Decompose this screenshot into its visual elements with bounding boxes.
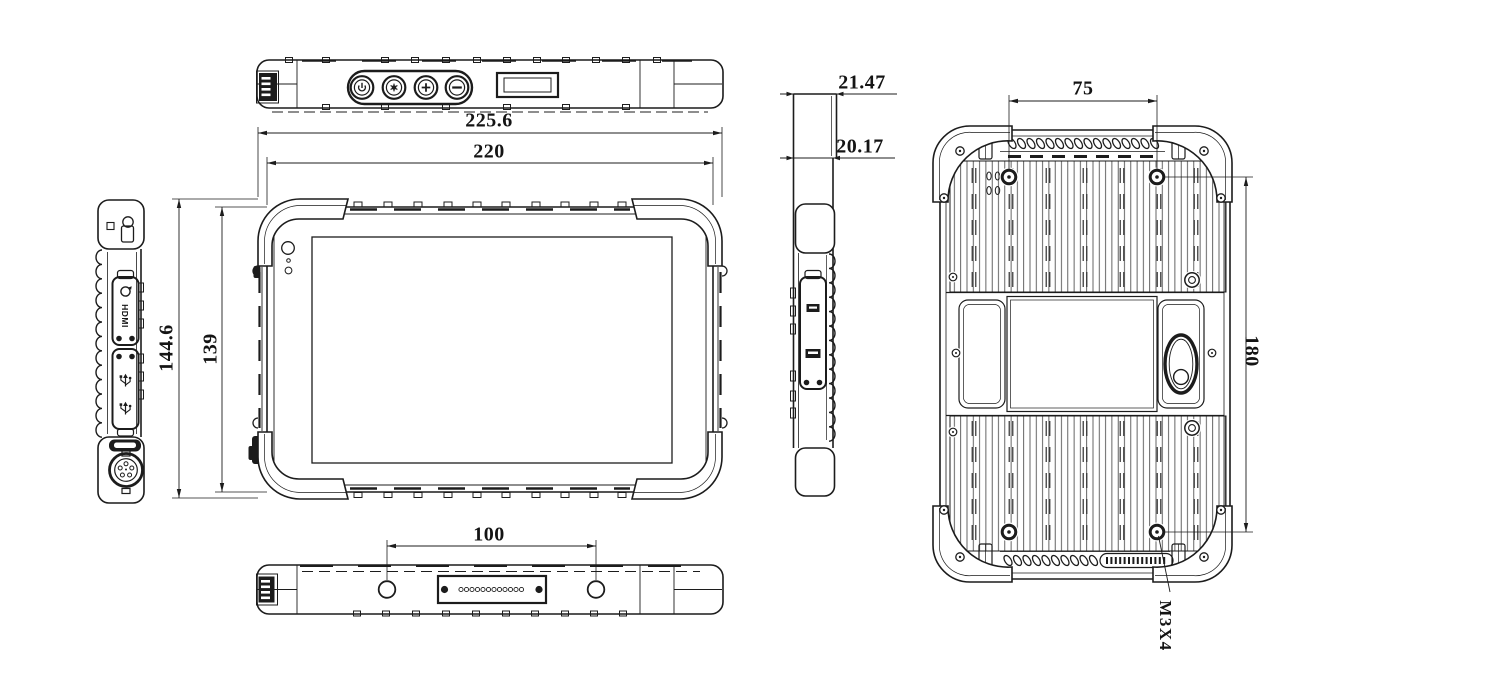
power-icon bbox=[357, 82, 367, 92]
camera-lens bbox=[281, 241, 295, 255]
hdmi-port-panel bbox=[111, 269, 140, 346]
dim-thickness-overall: 21.47 bbox=[838, 71, 886, 94]
scanner-window bbox=[495, 71, 560, 99]
front-view bbox=[248, 198, 728, 500]
indicator-led bbox=[284, 266, 293, 275]
bottom-serial-connector bbox=[256, 573, 278, 606]
speaker-grille bbox=[1099, 552, 1174, 569]
stylus-top bbox=[122, 216, 134, 228]
function-button bbox=[381, 75, 407, 100]
sim-card-panel bbox=[799, 269, 827, 390]
light-sensor bbox=[286, 258, 291, 263]
back-view bbox=[932, 125, 1233, 583]
rotate-arrow-icon bbox=[120, 286, 132, 297]
front-bottom-strip bbox=[350, 487, 630, 498]
front-camera bbox=[281, 241, 295, 275]
dim-body-height: 139 bbox=[199, 333, 222, 365]
top-serial-connector bbox=[256, 70, 279, 104]
panel-screw bbox=[116, 353, 122, 360]
corner-bumpers bbox=[257, 198, 723, 500]
left-side-view bbox=[95, 199, 145, 504]
top-vent-row bbox=[978, 132, 1186, 160]
front-top-strip bbox=[350, 201, 630, 211]
dim-mount-spacing-vertical: 180 bbox=[1240, 335, 1263, 367]
usb-icon bbox=[118, 373, 132, 388]
volume-down-button bbox=[444, 75, 470, 100]
camera-panel bbox=[1157, 299, 1205, 409]
grip-ribs bbox=[828, 253, 836, 442]
bottom-edge-view bbox=[256, 564, 724, 617]
front-right-edge bbox=[717, 265, 728, 431]
right-bottom-bumper bbox=[794, 447, 836, 497]
round-power-connector bbox=[108, 450, 144, 495]
dim-overall-height: 144.6 bbox=[155, 324, 178, 372]
left-bottom-bumper bbox=[97, 436, 145, 504]
docking-connector bbox=[436, 574, 548, 605]
panel-screw bbox=[129, 335, 135, 342]
screw-spec-leader-line bbox=[1158, 535, 1171, 593]
plus-icon bbox=[421, 83, 431, 92]
panel-screw bbox=[816, 379, 823, 386]
grip-ribs bbox=[95, 249, 103, 438]
rear-rib-texture-bottom bbox=[949, 415, 1227, 552]
display-screen bbox=[311, 236, 673, 464]
left-top-bumper bbox=[97, 199, 145, 250]
dim-bottom-hole-spacing: 100 bbox=[473, 523, 505, 546]
usb-port-panel bbox=[111, 348, 140, 437]
panel-screw bbox=[129, 353, 135, 360]
star-icon bbox=[390, 83, 398, 92]
dim-overall-width: 225.6 bbox=[465, 109, 513, 132]
usb-icon bbox=[118, 401, 132, 416]
back-corner-bumpers bbox=[932, 125, 1233, 583]
dock-guide-hole bbox=[377, 580, 397, 599]
right-top-bumper bbox=[794, 203, 836, 254]
label-hdmi-port: HDMI bbox=[120, 304, 130, 328]
camera-lens bbox=[1172, 368, 1190, 386]
panel-screw bbox=[803, 379, 810, 386]
stylus-clip bbox=[120, 225, 135, 243]
right-side-view bbox=[790, 93, 838, 497]
label-mount-screw-spec: M3X4 bbox=[1156, 600, 1175, 652]
rear-rib-texture-top bbox=[949, 160, 1227, 293]
power-button bbox=[349, 75, 375, 100]
battery-cover bbox=[1006, 295, 1158, 413]
dock-guide-hole bbox=[586, 580, 606, 599]
top-edge-tabs bbox=[285, 57, 661, 110]
volume-up-button bbox=[413, 75, 439, 100]
top-edge-view bbox=[256, 57, 724, 113]
rear-camera bbox=[1163, 333, 1199, 395]
dim-mount-spacing-horizontal: 75 bbox=[1072, 77, 1094, 100]
dimension-lines bbox=[172, 91, 1253, 593]
dim-thickness-body: 20.17 bbox=[836, 135, 884, 158]
back-middle-band bbox=[946, 291, 1224, 417]
button-plate bbox=[346, 69, 474, 106]
panel-screw bbox=[116, 335, 122, 342]
dim-body-width: 220 bbox=[473, 140, 505, 163]
